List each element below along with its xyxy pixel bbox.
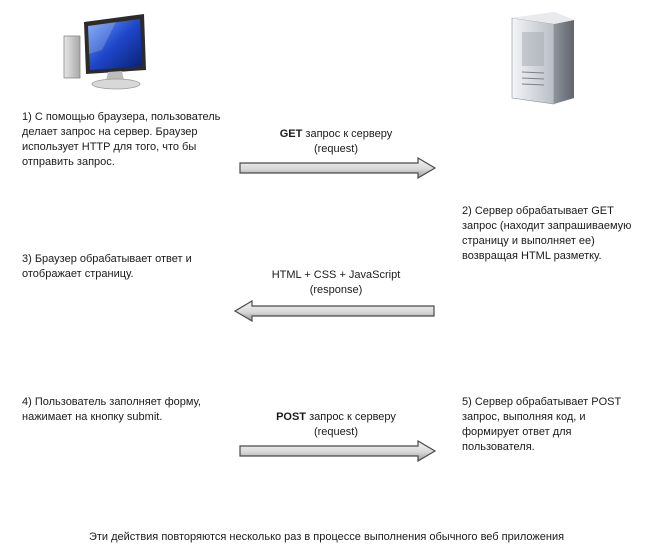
step-2-text: 2) Сервер обрабатывает GET запрос (наход… (462, 205, 632, 262)
arrow-3-method: POST (276, 411, 307, 423)
step-5-text: 5) Сервер обрабатывает POST запрос, выпо… (462, 396, 621, 453)
arrow-1-method: GET (279, 128, 303, 140)
post-request-arrow-right (239, 440, 437, 462)
arrow-2-line1: HTML + CSS + JavaScript (271, 269, 401, 281)
step-3-text: 3) Браузер обрабатывает ответ и отобража… (22, 253, 192, 280)
server-tower-icon (511, 12, 574, 105)
arrow-2-sub: (response) (309, 284, 363, 296)
arrow-1-sub: (request) (313, 143, 359, 155)
footer-caption: Эти действия повторяются несколько раз в… (88, 531, 565, 543)
monitor-icon (63, 14, 146, 90)
arrow-3-sub: (request) (313, 426, 359, 438)
arrow-2-label: HTML + CSS + JavaScript (response) (236, 268, 436, 298)
step-4-text: 4) Пользователь заполняет форму, нажимае… (22, 396, 201, 423)
arrow-3-label: POST запрос к серверу (request) (236, 410, 436, 440)
response-arrow-left (233, 300, 435, 322)
step-1-text: 1) С помощью браузера, пользователь дела… (22, 111, 221, 168)
arrow-3-rest: запрос к серверу (309, 411, 396, 423)
arrow-1-label: GET запрос к серверу (request) (236, 127, 436, 157)
arrow-1-rest: запрос к серверу (305, 128, 393, 140)
request-arrow-right (239, 157, 437, 179)
